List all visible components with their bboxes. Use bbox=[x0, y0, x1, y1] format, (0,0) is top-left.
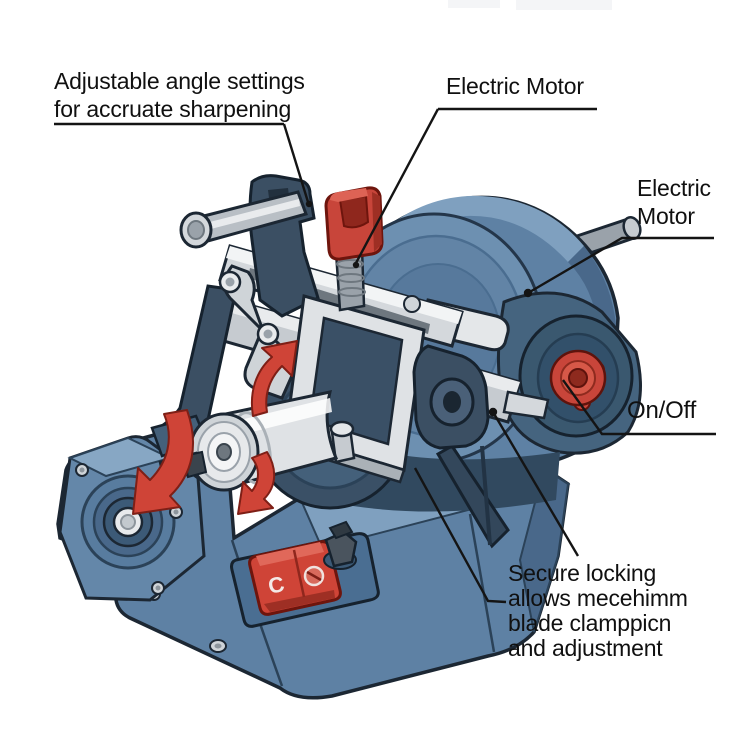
wing-nut-slot bbox=[338, 194, 370, 229]
rocker-divider bbox=[292, 549, 306, 598]
label-secure-locking: Secure locking allows mecehimm blade cla… bbox=[508, 561, 688, 661]
label-line: blade clamppicn bbox=[508, 610, 672, 636]
pedestal-screw bbox=[75, 463, 89, 477]
label-line: Electric bbox=[637, 175, 711, 201]
label-on-off: On/Off bbox=[627, 397, 696, 425]
toggle-switch bbox=[323, 520, 358, 570]
leader-line-locking-b bbox=[413, 467, 507, 604]
label-line: and adjustment bbox=[508, 635, 663, 661]
stem-thread bbox=[336, 259, 364, 269]
label-line: Motor bbox=[637, 202, 695, 229]
label-line: On/Off bbox=[627, 397, 697, 424]
leader-dot bbox=[523, 288, 533, 298]
leader-dot bbox=[352, 261, 360, 269]
leader-line-motor-right bbox=[527, 236, 714, 295]
eye-bracket bbox=[412, 344, 510, 549]
guide-rod bbox=[480, 445, 492, 546]
rotation-arrow-down-icon bbox=[132, 409, 194, 515]
on-off-knob bbox=[549, 349, 607, 411]
leader-dot bbox=[305, 200, 313, 208]
stem-thread bbox=[337, 273, 365, 283]
rotation-arrow-spindle-icon bbox=[237, 451, 276, 515]
label-line: Adjustable angle settings bbox=[54, 68, 305, 94]
pivot-pin bbox=[179, 190, 308, 249]
support-brace bbox=[435, 444, 510, 549]
spindle-hub bbox=[216, 443, 232, 461]
wing-nut-highlight bbox=[330, 188, 368, 202]
label-line: allows mecehimm bbox=[508, 585, 688, 611]
frame-bolt bbox=[403, 295, 421, 313]
pedestal-screw bbox=[151, 581, 165, 595]
label-electric-motor-right: Electric Motor bbox=[637, 175, 711, 230]
label-line: for accruate sharpening bbox=[54, 95, 292, 122]
cropped-text-remnant bbox=[516, 0, 612, 10]
label-adjustable-angle: Adjustable angle settings for accruate s… bbox=[54, 68, 305, 123]
leader-line-adjustable bbox=[282, 123, 310, 203]
leader-line-onoff bbox=[562, 379, 716, 436]
label-line: Electric Motor bbox=[446, 73, 584, 99]
rail-step-tab bbox=[502, 390, 550, 420]
label-line: Secure locking bbox=[508, 560, 657, 586]
base-screw bbox=[209, 639, 227, 653]
rocker-top-facet bbox=[256, 542, 324, 566]
label-electric-motor-top: Electric Motor bbox=[446, 73, 584, 101]
leader-line-motor-top bbox=[354, 108, 440, 264]
rotation-arrow-up-icon bbox=[250, 340, 298, 417]
grinding-spindle bbox=[158, 390, 339, 492]
rocker-bottom-shade bbox=[264, 590, 335, 612]
rotation-arrows bbox=[132, 340, 298, 515]
cropped-text-remnant bbox=[448, 0, 500, 8]
base-facet-line bbox=[468, 513, 496, 653]
power-switch: C bbox=[248, 520, 358, 616]
leader-lines bbox=[54, 107, 716, 604]
leader-line-locking-a bbox=[491, 411, 580, 557]
leader-dot bbox=[488, 407, 498, 417]
switch-marking: C bbox=[266, 571, 287, 599]
switch-screw-slot bbox=[306, 570, 322, 582]
hub-core-inner bbox=[120, 514, 136, 530]
base-right-facet bbox=[518, 466, 570, 633]
stem-thread bbox=[338, 287, 366, 297]
